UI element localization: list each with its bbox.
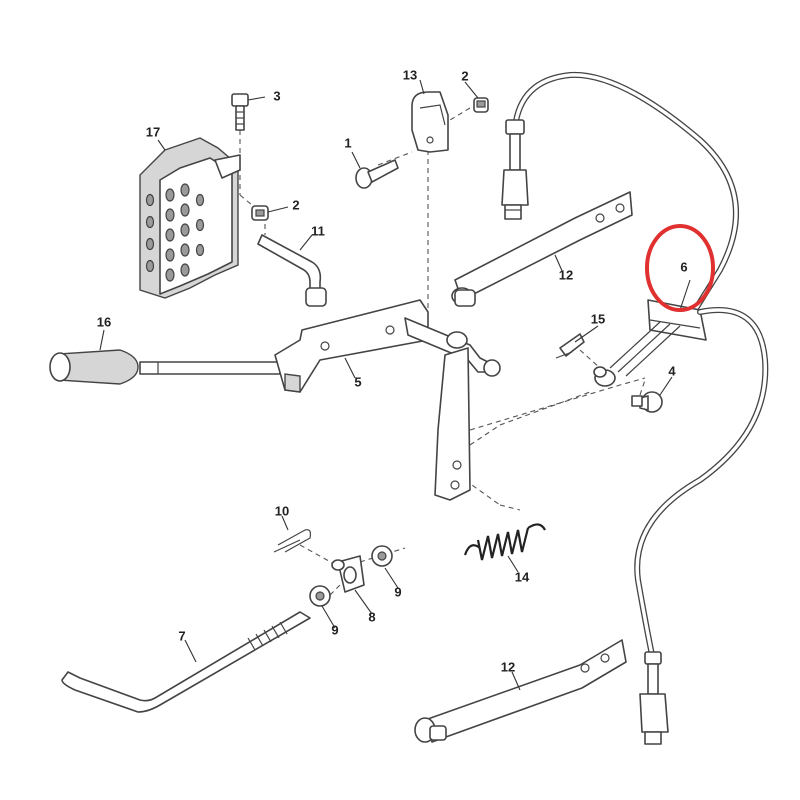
callout-3: 3 xyxy=(273,88,280,103)
nut-part-9b xyxy=(309,585,331,607)
pedal-tread-holes xyxy=(145,183,205,282)
callout-17: 17 xyxy=(146,124,160,139)
callout-12-lower: 12 xyxy=(501,659,515,674)
clevis-part xyxy=(331,555,365,593)
callout-15: 15 xyxy=(591,311,605,326)
callout-2-lower: 2 xyxy=(292,197,299,212)
vertical-arm-part xyxy=(434,347,471,501)
handle-grip-part xyxy=(49,349,281,385)
callout-11: 11 xyxy=(311,223,325,238)
callout-9-left: 9 xyxy=(331,622,338,637)
callout-6: 6 xyxy=(680,259,687,274)
callout-10: 10 xyxy=(275,503,289,518)
callout-12-upper: 12 xyxy=(559,267,573,282)
cable-end-fitting xyxy=(593,366,616,387)
callout-14: 14 xyxy=(515,569,530,584)
rod-part-lower xyxy=(414,639,627,743)
callout-4: 4 xyxy=(668,363,676,378)
highlight-circle-part-6 xyxy=(645,224,715,312)
carriage-bolt-part xyxy=(355,159,399,189)
nut-part-lower xyxy=(251,205,269,221)
upper-cable xyxy=(501,71,739,321)
callout-1: 1 xyxy=(344,135,351,150)
pin-part xyxy=(631,391,663,413)
nut-part-upper xyxy=(473,97,489,113)
callout-labels: 1 2 2 3 4 5 6 7 8 9 9 10 11 12 12 13 14 … xyxy=(97,67,688,674)
bent-pin-part xyxy=(257,234,327,307)
nut-part-9a xyxy=(371,545,393,567)
cable-bracket-part xyxy=(609,299,707,377)
callout-2-upper: 2 xyxy=(461,68,468,83)
long-rod-part xyxy=(61,611,311,713)
callout-13: 13 xyxy=(403,67,417,82)
hairpin-clip-part xyxy=(273,529,312,553)
callout-leaders xyxy=(99,79,691,691)
spring-part xyxy=(463,523,546,561)
lower-cable xyxy=(634,307,769,745)
clip-part xyxy=(555,333,585,359)
bracket-clip-part xyxy=(411,91,449,153)
rod-part-upper xyxy=(451,191,633,307)
callout-5: 5 xyxy=(354,374,361,389)
callout-16: 16 xyxy=(97,314,111,329)
callout-7: 7 xyxy=(178,628,185,643)
callout-8: 8 xyxy=(368,609,375,624)
callout-9-right: 9 xyxy=(394,584,401,599)
bolt-part xyxy=(231,93,249,131)
pedal-plate-part xyxy=(139,137,241,299)
